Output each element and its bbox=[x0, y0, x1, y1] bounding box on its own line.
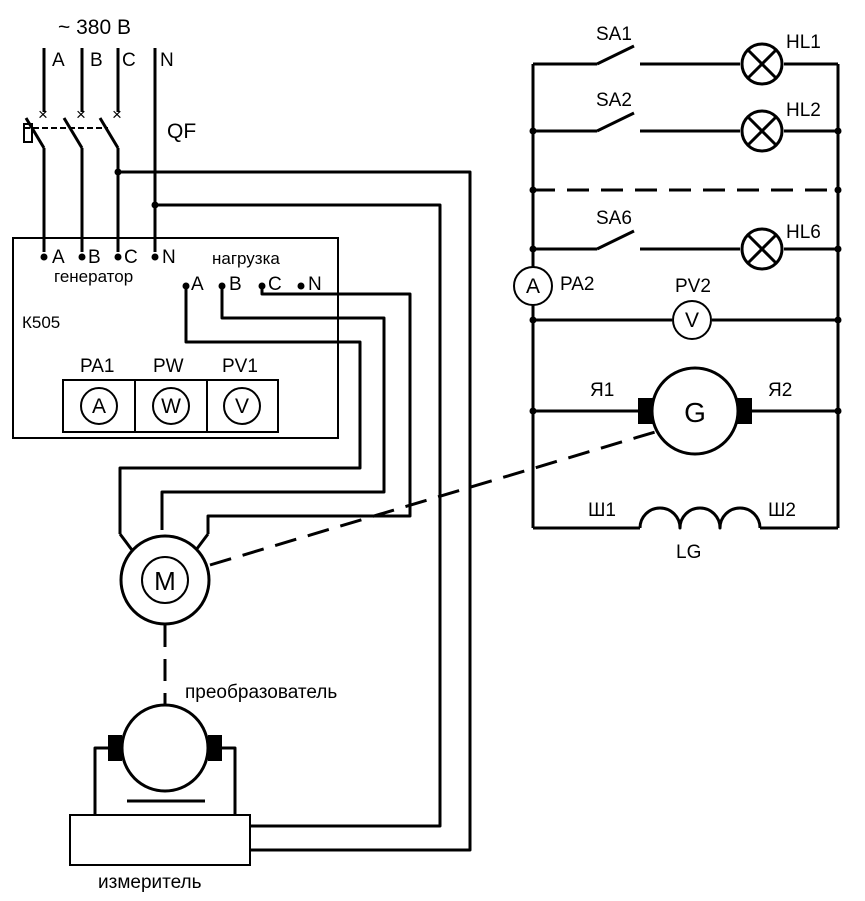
svg-text:×: × bbox=[76, 105, 86, 124]
breaker-label: QF bbox=[167, 120, 196, 143]
svg-text:M: M bbox=[154, 566, 176, 596]
supply-section: ~ 380 В A B C N QF × × × bbox=[23, 16, 196, 252]
svg-text:W: W bbox=[161, 395, 181, 418]
meter-feed-wires bbox=[118, 170, 472, 852]
lamp-hl6-icon bbox=[740, 227, 784, 271]
svg-text:A: A bbox=[92, 395, 106, 418]
supply-voltage-label: ~ 380 В bbox=[58, 16, 131, 39]
voltmeter-pv2-label: PV2 bbox=[675, 276, 711, 297]
converter-icon bbox=[93, 703, 237, 815]
load-to-motor-wires bbox=[118, 289, 412, 534]
svg-text:×: × bbox=[38, 105, 48, 124]
motor-m-icon: M bbox=[118, 533, 211, 626]
generator-g-icon: G bbox=[638, 366, 752, 456]
load-terminal-a: A bbox=[191, 274, 204, 295]
gen-terminal-b: B bbox=[88, 247, 101, 268]
svg-text:A: A bbox=[526, 275, 540, 298]
svg-text:V: V bbox=[685, 309, 699, 332]
lamp-hl1-label: HL1 bbox=[786, 32, 821, 53]
meter-pa1-label: PA1 bbox=[80, 356, 115, 377]
generator-terminal-ya2: Я2 bbox=[768, 380, 792, 401]
ammeter-pa2-icon: A bbox=[513, 266, 553, 306]
field-winding-lg-label: LG bbox=[676, 542, 701, 563]
field-terminal-sh1: Ш1 bbox=[588, 500, 616, 521]
generator-label: генератор bbox=[54, 267, 133, 286]
supply-phase-b-label: B bbox=[90, 50, 103, 71]
svg-text:×: × bbox=[112, 105, 122, 124]
lamp-hl2-icon bbox=[740, 109, 784, 153]
svg-text:V: V bbox=[235, 395, 249, 418]
supply-phase-a-label: A bbox=[52, 50, 65, 71]
supply-phase-c-label: C bbox=[122, 50, 136, 71]
wattmeter-pw-icon: W bbox=[152, 387, 190, 425]
stand-k505: К505 A B C N генератор нагрузка A B C N … bbox=[12, 237, 339, 439]
gen-terminal-c: C bbox=[124, 247, 138, 268]
switch-sa1-label: SA1 bbox=[596, 24, 632, 45]
dc-circuit: SA1 HL1 SA2 HL2 SA6 bbox=[513, 24, 842, 563]
load-terminal-n: N bbox=[308, 274, 322, 295]
generator-terminal-ya1: Я1 bbox=[590, 380, 614, 401]
ammeter-pa1-icon: A bbox=[80, 387, 118, 425]
lamp-hl2-label: HL2 bbox=[786, 100, 821, 121]
gen-terminal-a: A bbox=[52, 247, 65, 268]
load-terminal-c: C bbox=[268, 274, 282, 295]
voltmeter-pv2-icon: V bbox=[672, 300, 712, 340]
converter-label: преобразователь bbox=[185, 682, 337, 703]
svg-text:G: G bbox=[684, 397, 706, 428]
voltmeter-pv1-icon: V bbox=[223, 387, 261, 425]
meter-box-label: измеритель bbox=[98, 872, 202, 893]
lamp-hl6-label: HL6 bbox=[786, 222, 821, 243]
field-terminal-sh2: Ш2 bbox=[768, 500, 796, 521]
gen-terminal-n: N bbox=[162, 247, 176, 268]
switch-sa2-label: SA2 bbox=[596, 90, 632, 111]
supply-neutral-label: N bbox=[160, 50, 174, 71]
load-label: нагрузка bbox=[212, 249, 280, 268]
meter-pv1-label: PV1 bbox=[222, 356, 258, 377]
meter-box bbox=[69, 814, 251, 866]
stand-name: К505 bbox=[22, 313, 60, 332]
ammeter-pa2-label: PA2 bbox=[560, 274, 595, 295]
lamp-hl1-icon bbox=[740, 42, 784, 86]
meter-pw-label: PW bbox=[153, 356, 184, 377]
switch-sa6-label: SA6 bbox=[596, 208, 632, 229]
load-terminal-b: B bbox=[229, 274, 242, 295]
